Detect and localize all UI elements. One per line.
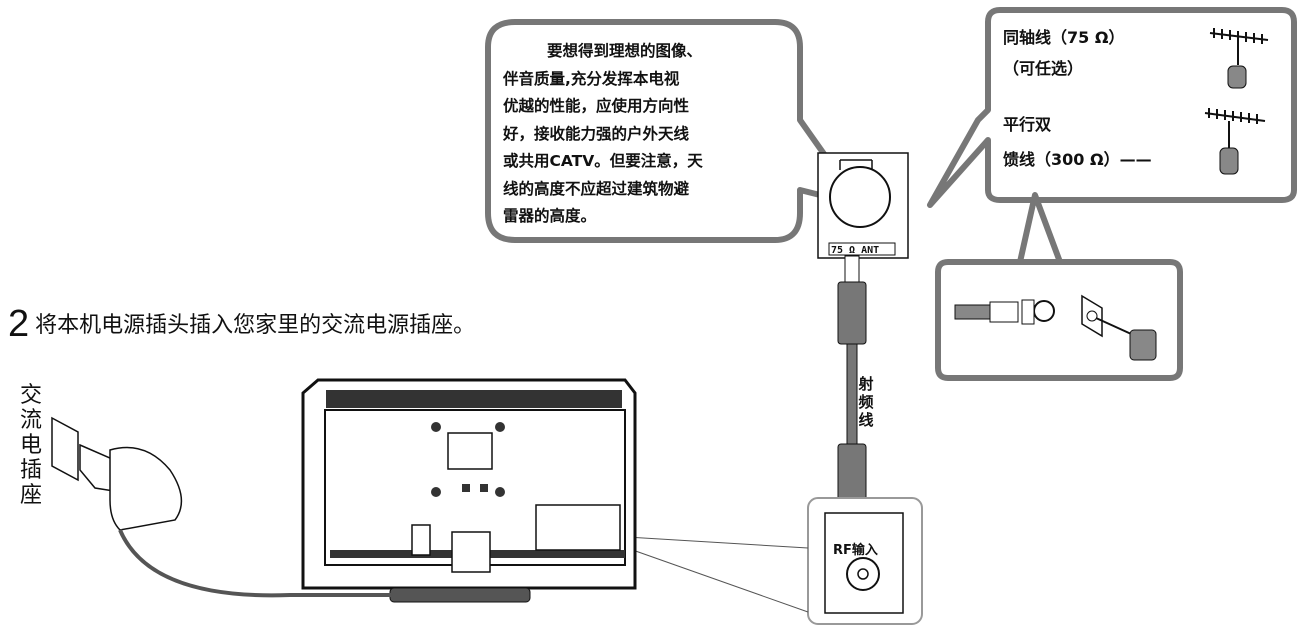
advice-line: 伴音质量,充分发挥本电视 bbox=[503, 69, 680, 88]
coax-cable-label: 同轴线（75 Ω） bbox=[1003, 28, 1125, 47]
advice-line: 雷器的高度。 bbox=[503, 207, 597, 225]
parallel-feeder-label-2: 馈线（300 Ω）—— bbox=[1003, 150, 1152, 169]
antenna-port-plate bbox=[817, 152, 909, 259]
advice-line: 优越的性能，应使用方向性 bbox=[503, 97, 690, 115]
outlet-label: 交流电插座 bbox=[19, 383, 42, 508]
step-number: 2 bbox=[8, 303, 30, 345]
balun-icon bbox=[954, 299, 1055, 325]
ant-port-label: 75 Ω ANT bbox=[831, 245, 880, 256]
tv-rear-icon bbox=[301, 378, 637, 603]
advice-line: 线的高度不应超过建筑物避 bbox=[503, 179, 690, 198]
wall-outlet-icon bbox=[51, 416, 79, 482]
antenna-advice-text: 要想得到理想的图像、 伴音质量,充分发挥本电视 优越的性能，应使用方向性 好，接… bbox=[503, 38, 773, 231]
rf-input-box bbox=[626, 497, 923, 625]
rf-input-label: RF输入 bbox=[833, 543, 878, 558]
coax-optional-label: （可任选） bbox=[1003, 59, 1084, 78]
hand-plug-icon bbox=[79, 443, 400, 598]
advice-line: 要想得到理想的图像、 bbox=[547, 42, 703, 60]
rf-cable bbox=[837, 255, 867, 535]
adapter-icon bbox=[1081, 294, 1157, 361]
advice-line: 好，接收能力强的户外天线 bbox=[503, 124, 690, 143]
info-bubble bbox=[485, 19, 863, 243]
parallel-feeder-label: 平行双 bbox=[1003, 115, 1052, 134]
rf-cable-label: 射频线 bbox=[858, 375, 874, 429]
antenna-icon bbox=[1204, 28, 1269, 175]
adapter-box bbox=[935, 192, 1183, 381]
step-text: 将本机电源插头插入您家里的交流电源插座。 bbox=[35, 313, 476, 338]
cable-type-box bbox=[927, 7, 1297, 208]
advice-line: 或共用CATV。但要注意，天 bbox=[503, 152, 703, 170]
